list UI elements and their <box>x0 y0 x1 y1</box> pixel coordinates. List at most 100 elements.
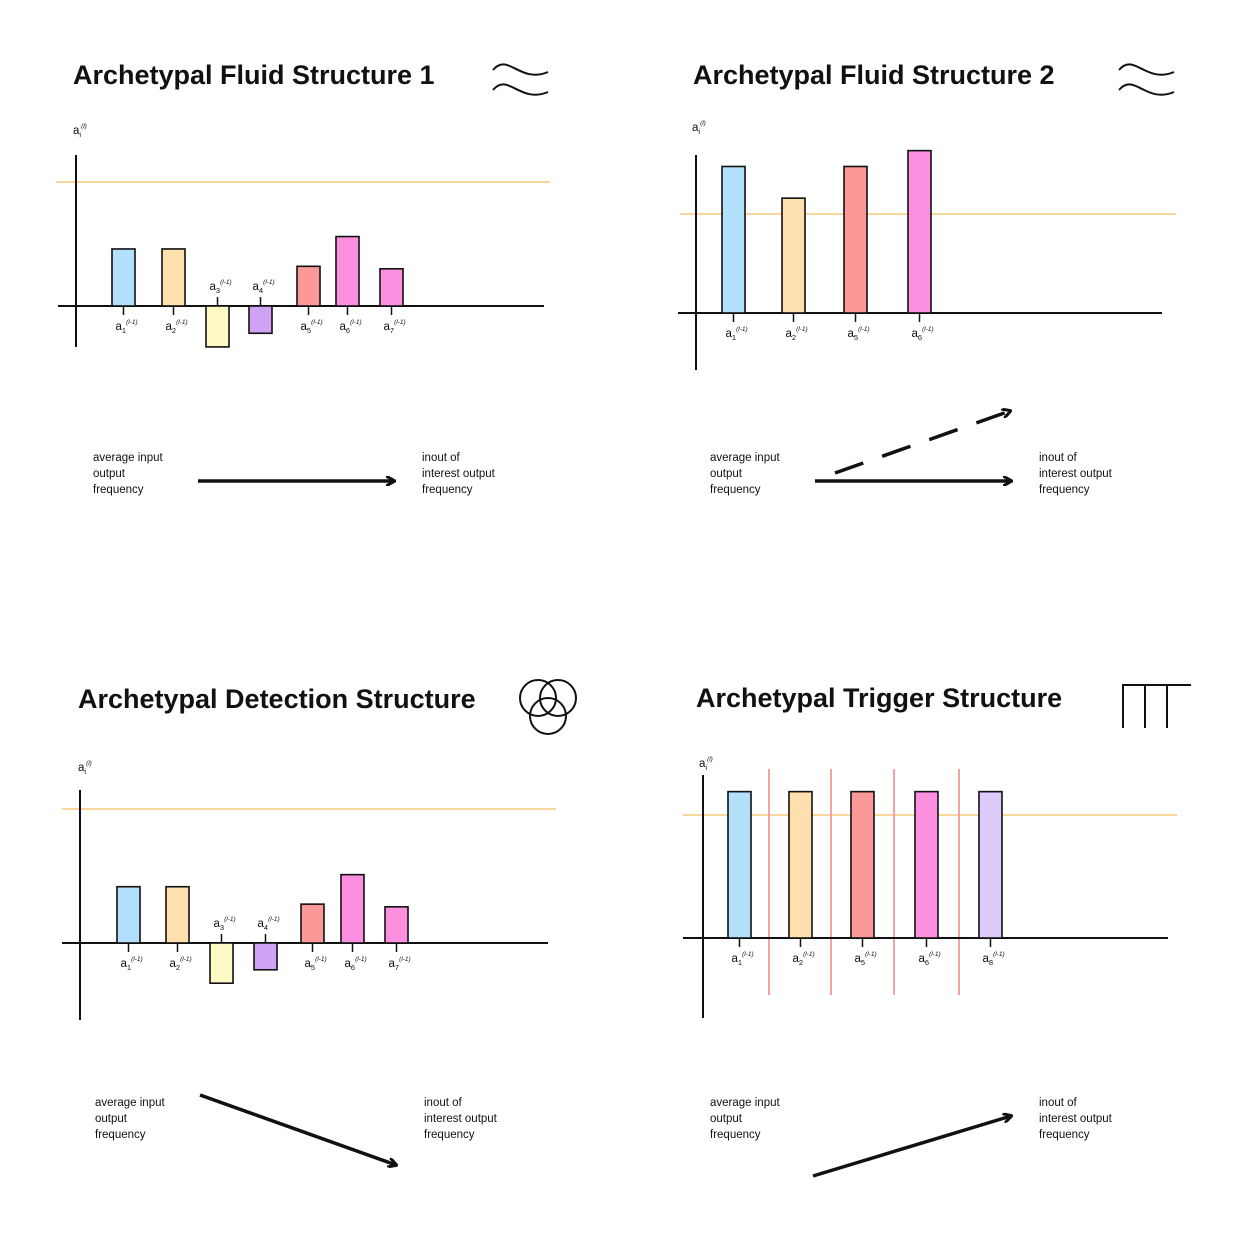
bar-label-base: a <box>389 958 396 970</box>
bar-label: a2(l-1) <box>793 951 815 967</box>
y-axis-label-sub: i <box>84 767 86 776</box>
bar-label: a6(l-1) <box>340 319 362 335</box>
bar-label: a5(l-1) <box>855 951 877 967</box>
bar-label-sub: 5 <box>311 963 315 972</box>
bar-label-sub: 7 <box>390 326 394 335</box>
bar-label-sub: 7 <box>395 963 399 972</box>
trigger-icon <box>1122 684 1191 728</box>
bar-label-base: a <box>340 321 347 333</box>
y-axis-label: ai(l) <box>78 760 92 776</box>
y-axis-label-sup: (l) <box>86 760 92 767</box>
bar-label-sub: 5 <box>861 958 865 967</box>
bar-label: a2(l-1) <box>166 319 188 335</box>
bar-label-base: a <box>210 281 217 293</box>
bar-label: a2(l-1) <box>170 956 192 972</box>
venn-icon <box>519 679 577 735</box>
left-frequency-label: frequency <box>95 1129 146 1141</box>
panel-title: Archetypal Detection Structure <box>78 684 476 714</box>
bar-label-base: a <box>793 953 800 965</box>
bar-label-sup: (l-1) <box>993 951 1005 958</box>
bar <box>253 942 278 971</box>
bar <box>111 248 136 307</box>
bar-label-sup: (l-1) <box>220 279 232 286</box>
bar-label-sub: 6 <box>918 333 922 342</box>
bar-label-base: a <box>170 958 177 970</box>
bar-label-sub: 2 <box>172 326 176 335</box>
right-frequency-label: frequency <box>1039 484 1090 496</box>
bar <box>340 873 365 944</box>
bar <box>379 267 404 307</box>
panel-title: Archetypal Fluid Structure 1 <box>73 60 435 90</box>
panel-title: Archetypal Trigger Structure <box>696 683 1062 713</box>
y-axis-label-base: a <box>73 125 80 137</box>
right-frequency-label: inout of <box>1039 452 1078 464</box>
bar-label-sup: (l-1) <box>796 326 808 333</box>
bar-label: a3(l-1) <box>214 916 236 932</box>
bar-label-base: a <box>726 328 733 340</box>
bar-label: a4(l-1) <box>258 916 280 932</box>
panel-title: Archetypal Fluid Structure 2 <box>693 60 1055 90</box>
bar-label-sup: (l-1) <box>131 956 143 963</box>
bar-label: a5(l-1) <box>301 319 323 335</box>
left-frequency-label: average input <box>710 452 780 464</box>
bar-label-base: a <box>214 918 221 930</box>
y-axis-label-sub: i <box>79 130 81 139</box>
left-frequency-label: frequency <box>710 484 761 496</box>
right-frequency-label: frequency <box>422 484 473 496</box>
bar-label-sup: (l-1) <box>311 319 323 326</box>
bar-label-sub: 5 <box>307 326 311 335</box>
bar-label-sub: 1 <box>127 963 131 972</box>
bar <box>116 885 141 944</box>
y-axis-label: ai(l) <box>699 756 713 772</box>
bar-label-base: a <box>912 328 919 340</box>
frequency-arrow <box>199 1093 396 1165</box>
right-frequency-label: frequency <box>1039 1129 1090 1141</box>
bar-label-sup: (l-1) <box>315 956 327 963</box>
bar-label: a7(l-1) <box>389 956 411 972</box>
bar <box>788 790 813 939</box>
left-frequency-label: output <box>95 1113 128 1125</box>
bar-label-sup: (l-1) <box>858 326 870 333</box>
bar-label-sub: 6 <box>346 326 350 335</box>
bar <box>248 305 273 335</box>
bar-label-sup: (l-1) <box>399 956 411 963</box>
bar-label-sub: 2 <box>176 963 180 972</box>
bar <box>300 903 325 944</box>
panel-2: Archetypal Fluid Structure 2ai(l)a1(l-1)… <box>678 60 1176 496</box>
y-axis-label-sup: (l) <box>81 123 87 130</box>
y-axis-label-base: a <box>692 122 699 134</box>
bar <box>205 305 230 348</box>
bar-label-sup: (l-1) <box>742 951 754 958</box>
bar <box>161 248 186 307</box>
y-axis-label-sup: (l) <box>700 120 706 127</box>
bar-label: a5(l-1) <box>848 326 870 342</box>
bar <box>209 942 234 985</box>
bar-label-sup: (l-1) <box>865 951 877 958</box>
bar <box>843 165 868 314</box>
bar-label-sub: 2 <box>792 333 796 342</box>
bar-label-sub: 1 <box>732 333 736 342</box>
left-frequency-label: frequency <box>710 1129 761 1141</box>
bar-label-sup: (l-1) <box>263 279 275 286</box>
bar-label-sub: 1 <box>122 326 126 335</box>
y-axis-label-sub: i <box>705 763 707 772</box>
bar-label-sub: 3 <box>216 286 220 295</box>
bar-label-sup: (l-1) <box>224 916 236 923</box>
panel-3: Archetypal Detection Structureai(l)a1(l-… <box>62 679 577 1165</box>
bar-label-sub: 3 <box>220 923 224 932</box>
bar-label: a6(l-1) <box>919 951 941 967</box>
bar-label: a7(l-1) <box>384 319 406 335</box>
bar-label-sup: (l-1) <box>394 319 406 326</box>
bar-label-sup: (l-1) <box>929 951 941 958</box>
bar <box>296 265 321 307</box>
bar-label: a3(l-1) <box>210 279 232 295</box>
dashed-frequency-arrow <box>834 411 1010 475</box>
right-frequency-label: interest output <box>422 468 496 480</box>
bar-label-base: a <box>384 321 391 333</box>
bar-label-sup: (l-1) <box>350 319 362 326</box>
panel-4: Archetypal Trigger Structureai(l)a1(l-1)… <box>683 683 1191 1178</box>
bar-label-base: a <box>166 321 173 333</box>
right-frequency-label: inout of <box>1039 1097 1078 1109</box>
bar-label-base: a <box>301 321 308 333</box>
